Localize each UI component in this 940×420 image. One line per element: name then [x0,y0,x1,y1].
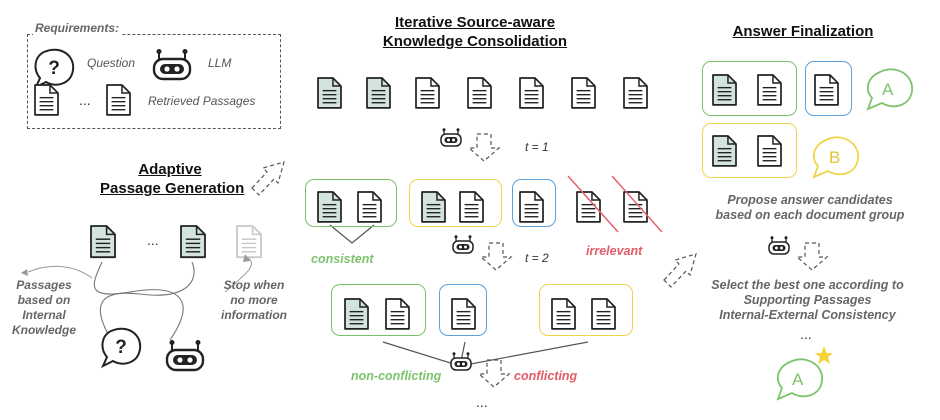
adaptive-title-line2: Passage Generation [100,180,245,197]
merged-yellow-group-box [539,284,633,336]
passage-icon [519,77,544,109]
select-note: Select the best one according to Support… [680,278,935,323]
step-t2-label: t = 2 [525,251,549,265]
answer-finalization-title: Answer Finalization [732,23,874,40]
note-line: Knowledge [11,323,76,337]
requirements-box [27,34,281,129]
note-line: Internal-External Consistency [719,308,896,322]
strike-line [567,175,619,233]
question-label: Question [87,56,136,70]
flow-curve [99,261,195,335]
adaptive-question-icon: ? [100,327,142,369]
final-answer-bubble [776,358,823,401]
down-arrow [468,133,500,162]
passage-icon [415,77,440,109]
requirements-ellipsis: ... [79,92,91,108]
requirements-title: Requirements: [33,21,122,35]
retrieved-passages-label: Retrieved Passages [148,94,256,108]
flow-curve [224,257,252,293]
step-t1-label: t = 1 [525,140,549,154]
down-arrow [796,242,828,271]
answer-b-group-box [702,123,797,178]
blue-group-box [512,179,556,227]
non-conflicting-label: non-conflicting [351,369,442,383]
passage-icon [467,77,492,109]
answer-a-label: A [882,80,894,99]
flow-curve [93,261,184,341]
irrelevant-label: irrelevant [586,244,643,258]
iterative-title-line1: Iterative Source-aware [394,14,556,31]
propose-note: Propose answer candidates based on each … [688,193,932,223]
note-line: Propose answer candidates [727,193,893,207]
note-line: no more [230,293,278,307]
requirements-question-icon: ? [33,48,75,90]
consistent-connector [329,224,375,244]
down-arrow [480,242,512,271]
note-line: based on [17,293,71,307]
merged-green-group-box [331,284,426,336]
llm-small-icon [440,127,462,147]
star-icon [815,346,833,364]
adaptive-title-line1: Adaptive [138,161,202,178]
answer-a-blue-box [805,61,852,116]
note-line: Select the best one according to [711,278,904,292]
dashed-arrow [663,253,697,288]
passage-icon [366,77,391,109]
answer-a-group-box [702,61,797,116]
adaptive-llm-icon [165,338,205,372]
stop-note: Stop when no more information [214,278,294,323]
note-line: Stop when [223,278,285,292]
svg-text:?: ? [115,337,127,358]
note-line: Internal [22,308,66,322]
dashed-arrow [251,161,285,196]
svg-text:?: ? [48,58,60,79]
note-line: Supporting Passages [743,293,872,307]
adaptive-ellipsis: ... [147,232,159,248]
adaptive-title: Adaptive Passage Generation [100,160,245,198]
down-arrow [478,359,510,388]
llm-label: LLM [208,56,232,70]
generated-passage-icon [180,225,206,259]
llm-small-icon [768,235,790,255]
final-answer-label: A [792,370,804,389]
strike-line [611,175,663,233]
llm-small-icon [452,234,474,254]
note-line: information [221,308,287,322]
iterative-title: Iterative Source-aware Knowledge Consoli… [360,13,590,51]
consistent-group-box [305,179,397,227]
passage-icon [623,77,648,109]
faded-passage-icon [236,225,262,259]
merged-blue-group-box [439,284,487,336]
answer-a-bubble [866,68,913,111]
consistent-label: consistent [311,252,374,266]
generated-passage-icon [90,225,116,259]
note-line: based on each document group [715,208,905,222]
irrelevant-passage-icon [623,191,648,223]
flow-curve [27,265,93,279]
note-line: Passages [16,278,72,292]
final-ellipsis: ... [800,326,812,342]
iterative-ellipsis: ... [476,394,488,410]
llm-small-icon [450,351,472,371]
internal-knowledge-note: Passages based on Internal Knowledge [8,278,80,338]
merge-connector [382,341,589,367]
answer-b-bubble [812,136,859,179]
passage-icon [317,77,342,109]
answer-b-label: B [829,148,841,167]
conflicting-label: conflicting [514,369,578,383]
iterative-title-line2: Knowledge Consolidation [382,33,568,50]
yellow-group-box [409,179,502,227]
passage-icon [571,77,596,109]
